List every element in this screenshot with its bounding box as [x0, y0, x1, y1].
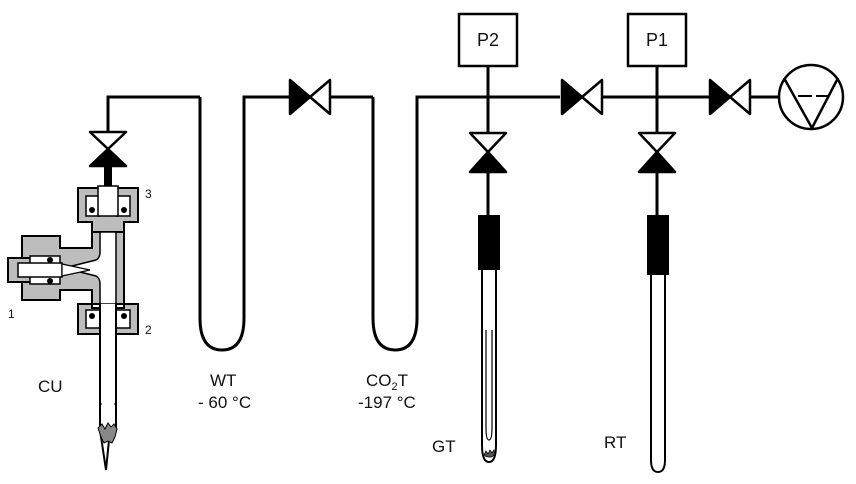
wt-temp: - 60 °C — [198, 393, 251, 412]
pressure-gauge-p1-box — [626, 12, 688, 68]
co2t-temp: -197 °C — [358, 393, 416, 412]
valve-icon[interactable] — [88, 130, 128, 168]
rt-label: RT — [604, 433, 626, 452]
valve-icon[interactable] — [468, 131, 508, 174]
cu-label-3: 3 — [145, 187, 152, 201]
valve-icon[interactable] — [708, 78, 752, 116]
cu-sample-tube — [99, 304, 117, 471]
o-ring-icon — [89, 207, 95, 213]
pipe-cu-riser — [106, 95, 200, 132]
cu-label-1: 1 — [8, 307, 15, 321]
vacuum-pump-icon — [777, 63, 845, 131]
cu-sample-fragments — [97, 422, 118, 444]
rt-tube — [647, 215, 669, 474]
co2t-label: CO2T — [366, 371, 408, 393]
cu-stem — [104, 166, 112, 186]
o-ring-icon — [89, 313, 95, 319]
gt-sample — [483, 449, 496, 458]
gt-inner-tube — [485, 330, 493, 441]
gt-glass — [481, 270, 497, 464]
gt-label: GT — [432, 437, 456, 456]
gt-tube — [478, 215, 500, 464]
p1-label: P1 — [646, 30, 668, 50]
pipe-wt-u-tube — [198, 95, 290, 352]
wt-label: WT — [210, 371, 236, 390]
cu-label-2: 2 — [145, 323, 152, 337]
pressure-gauge-p2-box — [457, 12, 519, 68]
o-ring-icon — [121, 313, 127, 319]
rt-stopper — [647, 215, 669, 275]
valve-icon[interactable] — [637, 131, 677, 174]
o-ring-icon — [47, 257, 53, 263]
valve-icon[interactable] — [288, 78, 332, 116]
rt-glass — [650, 275, 666, 474]
gt-stopper — [478, 215, 500, 270]
cu-label: CU — [38, 377, 63, 396]
crushing-unit — [7, 166, 139, 471]
o-ring-icon — [121, 207, 127, 213]
p2-label: P2 — [477, 30, 499, 50]
pipe-network — [106, 66, 778, 352]
pipe-co2t-u-tube — [371, 95, 560, 352]
valve-icon[interactable] — [560, 78, 604, 116]
o-ring-icon — [47, 278, 53, 284]
